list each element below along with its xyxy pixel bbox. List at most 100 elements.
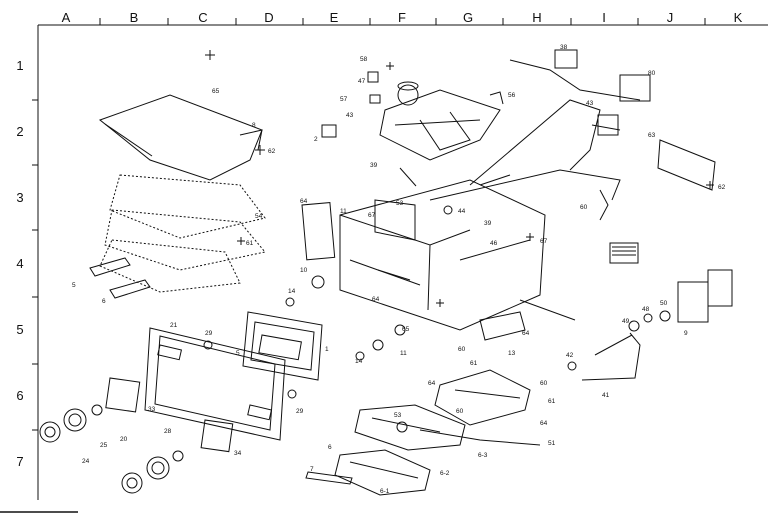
- part-label: 50: [660, 300, 668, 307]
- top-cover-plate: [98, 94, 263, 181]
- grid-row-label: 4: [16, 256, 24, 271]
- part-label: 64: [540, 420, 548, 427]
- part-label: 8: [252, 122, 256, 129]
- part-label: 63: [648, 132, 656, 139]
- part-label: 6: [102, 298, 106, 305]
- part-label: 61: [470, 360, 478, 367]
- part-label: 34: [234, 450, 242, 457]
- part-label: 49: [622, 318, 630, 325]
- left-brackets: [89, 257, 151, 299]
- part-label: 11: [400, 350, 407, 357]
- part-label: 24: [82, 458, 90, 465]
- main-chassis: [301, 179, 546, 331]
- shafts: [399, 167, 641, 381]
- part-label: 43: [346, 112, 354, 119]
- grid-row-label: 1: [16, 58, 24, 73]
- part-label: 6-3: [478, 452, 488, 459]
- part-label: 28: [164, 428, 172, 435]
- part-label: 9: [684, 330, 688, 337]
- part-label: 6-1: [380, 488, 390, 495]
- part-label: 57: [340, 96, 348, 103]
- part-label: 60: [540, 380, 548, 387]
- part-label: 25: [100, 442, 108, 449]
- part-label: 67: [540, 238, 548, 245]
- tape-mechanism: [321, 71, 504, 161]
- grid-column-label: I: [602, 10, 606, 25]
- grid-column-label: A: [61, 10, 71, 25]
- front-bezel: [144, 327, 286, 441]
- part-label: 29: [296, 408, 304, 415]
- grid-column-label: D: [264, 10, 274, 25]
- part-label: 58: [360, 56, 368, 63]
- control-knobs: [39, 404, 184, 494]
- part-label: 14: [355, 358, 363, 365]
- part-label: 44: [458, 208, 466, 215]
- part-label: 39: [484, 220, 492, 227]
- part-label: 42: [566, 352, 574, 359]
- part-label: 39: [370, 162, 378, 169]
- part-label: 51: [548, 440, 556, 447]
- part-label: 21: [170, 322, 178, 329]
- lower-mechanism: [434, 311, 531, 426]
- grid-column-label: F: [398, 10, 406, 25]
- grid-column-label: J: [666, 10, 674, 25]
- grid-row-label: 7: [16, 454, 24, 469]
- part-label: 38: [560, 44, 568, 51]
- display-window-assembly: [242, 311, 323, 381]
- part-label: 29: [205, 330, 213, 337]
- part-label: 20: [120, 436, 128, 443]
- part-label: 14: [288, 288, 296, 295]
- part-label: 47: [358, 78, 366, 85]
- part-label: 54: [255, 213, 263, 220]
- grid-column-label: G: [462, 10, 474, 25]
- part-label: 65: [212, 88, 220, 95]
- wire-harness: [419, 59, 641, 446]
- part-label: 64: [372, 296, 380, 303]
- part-label: 64: [300, 198, 308, 205]
- grid-frame: [0, 18, 768, 513]
- part-label: 56: [508, 92, 516, 99]
- cassette-door-tray: [305, 404, 466, 496]
- part-label: 61: [246, 240, 254, 247]
- grid-column-label: K: [733, 10, 743, 25]
- grid-column-label: C: [198, 10, 208, 25]
- part-label: 60: [580, 204, 588, 211]
- grid-row-label: 2: [16, 124, 24, 139]
- part-label: 65: [402, 326, 410, 333]
- square-buttons: [105, 377, 234, 453]
- grid-column-label: H: [532, 10, 542, 25]
- insulator-sheets: [99, 174, 266, 293]
- part-label: 11: [340, 208, 347, 215]
- connectors: [554, 49, 733, 323]
- part-label: 6: [328, 444, 332, 451]
- part-label: 10: [300, 267, 308, 274]
- part-label: 2: [314, 136, 318, 143]
- part-label: 5: [72, 282, 76, 289]
- part-label: 13: [508, 350, 516, 357]
- grid-column-label: B: [129, 10, 139, 25]
- part-label: 60: [458, 346, 466, 353]
- grid-row-label: 3: [16, 190, 24, 205]
- grid-row-label: 5: [16, 322, 24, 337]
- part-label: 61: [548, 398, 556, 405]
- part-label: 41: [602, 392, 610, 399]
- grid-row-label: 6: [16, 388, 24, 403]
- part-label: 46: [490, 240, 498, 247]
- part-label: 67: [368, 212, 376, 219]
- part-label: 6-2: [440, 470, 450, 477]
- part-label: 64: [522, 330, 530, 337]
- part-label: 60: [456, 408, 464, 415]
- grid-column-label: E: [329, 10, 339, 25]
- part-label: 53: [394, 412, 402, 419]
- part-label: 7: [310, 466, 314, 473]
- part-label: 5: [236, 350, 240, 357]
- part-label: 48: [642, 306, 650, 313]
- part-label: 33: [148, 406, 156, 413]
- part-label: 62: [718, 184, 726, 191]
- part-label: 62: [268, 148, 276, 155]
- part-label: 53: [396, 200, 404, 207]
- part-label: 1: [325, 346, 329, 353]
- screws: [205, 50, 714, 307]
